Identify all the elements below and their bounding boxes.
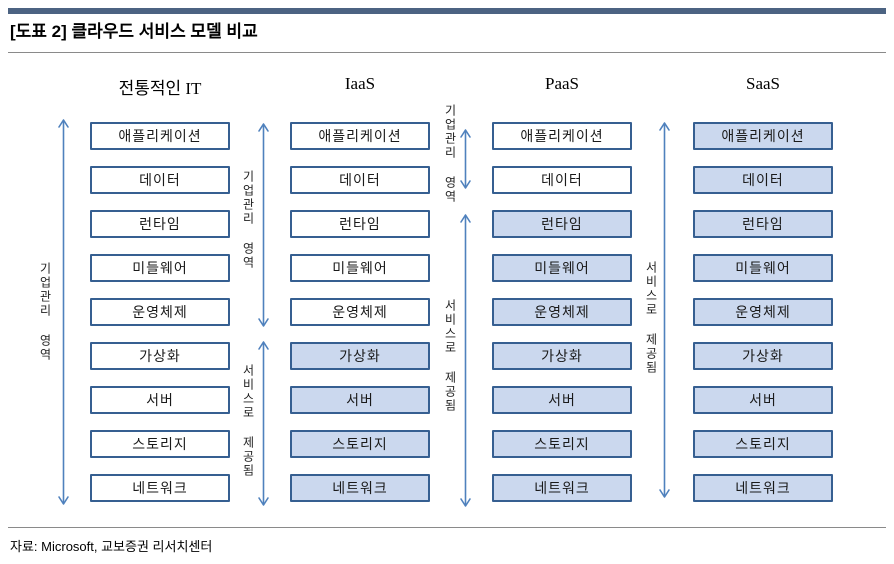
stack-saas: 애플리케이션 데이터 런타임 미들웨어 운영체제 가상화 서버 스토리지 네트워… — [693, 122, 833, 502]
layer-box-runtime: 런타임 — [492, 210, 632, 238]
layer-box-network: 네트워크 — [693, 474, 833, 502]
layer-box-middleware: 미들웨어 — [693, 254, 833, 282]
column-header-traditional-it: 전통적인 IT — [118, 79, 202, 98]
layer-box-storage: 스토리지 — [492, 430, 632, 458]
layer-box-data: 데이터 — [90, 166, 230, 194]
layer-box-storage: 스토리지 — [693, 430, 833, 458]
stack-traditional-it: 애플리케이션 데이터 런타임 미들웨어 운영체제 가상화 서버 스토리지 네트워… — [90, 122, 230, 502]
enterprise-scope-arrow-icon — [58, 119, 69, 505]
layer-box-virtualization: 가상화 — [90, 342, 230, 370]
service-scope-arrow-icon — [258, 341, 269, 506]
footer-divider — [8, 527, 886, 528]
layer-box-application: 애플리케이션 — [290, 122, 430, 150]
service-scope-label: 서비스로 제공됨 — [443, 299, 457, 413]
column-header-saas: SaaS — [746, 74, 780, 93]
layer-box-os: 운영체제 — [693, 298, 833, 326]
title-divider — [8, 52, 886, 53]
layer-box-application: 애플리케이션 — [90, 122, 230, 150]
enterprise-scope-arrow-icon — [460, 129, 471, 189]
column-header-paas: PaaS — [545, 74, 579, 93]
layer-box-virtualization: 가상화 — [693, 342, 833, 370]
layer-box-server: 서버 — [492, 386, 632, 414]
enterprise-scope-arrow-icon — [258, 123, 269, 327]
layer-box-os: 운영체제 — [492, 298, 632, 326]
layer-box-data: 데이터 — [492, 166, 632, 194]
layer-box-virtualization: 가상화 — [492, 342, 632, 370]
layer-box-middleware: 미들웨어 — [290, 254, 430, 282]
layer-box-storage: 스토리지 — [90, 430, 230, 458]
service-scope-arrow-icon — [659, 122, 670, 498]
layer-box-virtualization: 가상화 — [290, 342, 430, 370]
layer-box-middleware: 미들웨어 — [90, 254, 230, 282]
enterprise-scope-label: 기업관리 영역 — [443, 104, 457, 204]
layer-box-server: 서버 — [290, 386, 430, 414]
enterprise-scope-label: 기업관리 영역 — [241, 170, 255, 270]
layer-box-network: 네트워크 — [492, 474, 632, 502]
layer-box-application: 애플리케이션 — [693, 122, 833, 150]
source-caption: 자료: Microsoft, 교보증권 리서치센터 — [10, 539, 213, 554]
enterprise-scope-label: 기업관리 영역 — [38, 262, 52, 362]
layer-box-runtime: 런타임 — [693, 210, 833, 238]
layer-box-runtime: 런타임 — [90, 210, 230, 238]
layer-box-network: 네트워크 — [290, 474, 430, 502]
service-scope-label: 서비스로 제공됨 — [644, 261, 658, 375]
service-scope-arrow-icon — [460, 214, 471, 507]
figure-title: [도표 2] 클라우드 서비스 모델 비교 — [10, 22, 258, 41]
layer-box-data: 데이터 — [693, 166, 833, 194]
layer-box-server: 서버 — [90, 386, 230, 414]
layer-box-runtime: 런타임 — [290, 210, 430, 238]
stack-iaas: 애플리케이션 데이터 런타임 미들웨어 운영체제 가상화 서버 스토리지 네트워… — [290, 122, 430, 502]
column-header-iaas: IaaS — [344, 74, 376, 93]
layer-box-server: 서버 — [693, 386, 833, 414]
layer-box-storage: 스토리지 — [290, 430, 430, 458]
layer-box-os: 운영체제 — [290, 298, 430, 326]
stack-paas: 애플리케이션 데이터 런타임 미들웨어 운영체제 가상화 서버 스토리지 네트워… — [492, 122, 632, 502]
layer-box-network: 네트워크 — [90, 474, 230, 502]
layer-box-data: 데이터 — [290, 166, 430, 194]
layer-box-os: 운영체제 — [90, 298, 230, 326]
header-accent-bar — [8, 8, 886, 14]
layer-box-application: 애플리케이션 — [492, 122, 632, 150]
service-scope-label: 서비스로 제공됨 — [241, 364, 255, 478]
layer-box-middleware: 미들웨어 — [492, 254, 632, 282]
